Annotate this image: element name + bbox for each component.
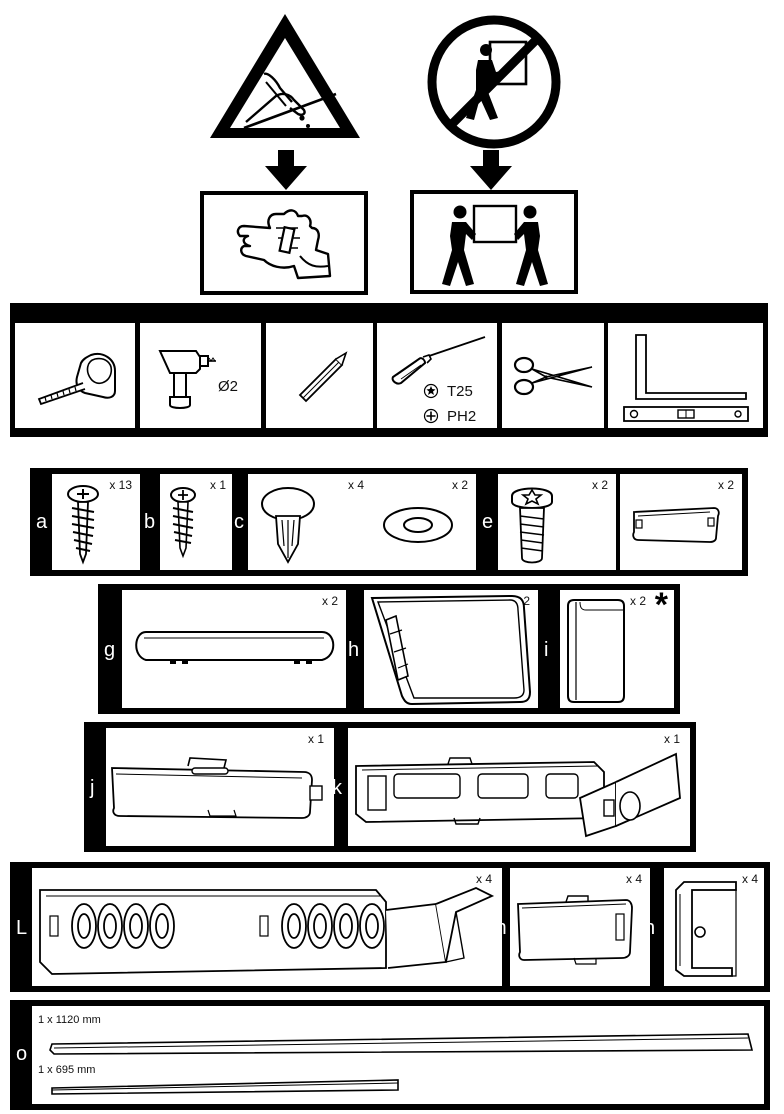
torx-size-label: T25	[447, 383, 473, 400]
part-qty-e: x 2	[591, 478, 608, 492]
part-qty-m: x 4	[625, 872, 642, 886]
c-profile-clip-icon	[675, 881, 737, 977]
part-letter-k: k	[332, 777, 342, 799]
drill-bit-size-label: Ø2	[218, 378, 239, 395]
part-qty-a: x 13	[109, 478, 132, 492]
parts-row-3: j x 1 k x 1	[84, 722, 696, 852]
drill-icon	[158, 350, 216, 409]
part-cell-b: x 1	[160, 474, 232, 570]
tool-cell-drill: Ø2	[140, 323, 261, 428]
rail-profile-icon	[49, 1033, 754, 1055]
arrow-down-icon	[265, 150, 307, 190]
part-qty-j: x 1	[307, 732, 324, 746]
long-cover-plate-icon	[111, 757, 323, 819]
part-letter-m: m	[490, 917, 507, 939]
clip-cover-icon	[632, 507, 720, 543]
tool-cell-pencil	[266, 323, 373, 428]
part-letter-a: a	[36, 511, 48, 533]
part-qty-c: x 4	[347, 478, 364, 492]
gloves-box	[200, 191, 368, 295]
part-qty-k: x 1	[663, 732, 680, 746]
part-cell-d: x 2	[372, 474, 476, 570]
tool-cell-tape-measure	[15, 323, 135, 428]
part-cell-o: 1 x 1120 mm 1 x 695 mm	[32, 1006, 764, 1104]
part-letter-L: L	[16, 917, 28, 939]
part-cell-g: x 2	[122, 590, 346, 708]
no-single-person-lift-icon	[427, 15, 561, 149]
scissors-icon	[513, 356, 593, 396]
washer-icon	[383, 507, 453, 543]
end-block-icon	[567, 599, 625, 703]
protective-glove-icon	[236, 209, 332, 280]
part-asterisk-mark: *	[654, 586, 668, 624]
parts-row-2: g x 2 h x 2 i x 2 *	[98, 584, 680, 714]
part-qty-f: x 2	[717, 478, 734, 492]
cut-hand-warning-icon	[210, 14, 360, 138]
part-cell-k: x 1	[348, 728, 690, 846]
part-cell-L: x 4	[32, 868, 502, 986]
bracket-housing-icon	[355, 752, 681, 838]
phillips-size-label: PH2	[447, 408, 477, 425]
part-letter-d: d	[356, 511, 368, 533]
part-letter-j: j	[90, 777, 95, 799]
part-cell-f: x 2	[620, 474, 742, 570]
part-cell-a: x 13	[52, 474, 140, 570]
rail-length-label-long: 1 x 1120 mm	[38, 1014, 101, 1026]
pencil-icon	[298, 351, 348, 403]
phillips-icon	[423, 408, 439, 424]
arrow-down-icon	[470, 150, 512, 190]
pan-head-screw-long-icon	[67, 485, 99, 565]
parts-row-5: o 1 x 1120 mm 1 x 695 mm	[10, 1000, 770, 1110]
screwdriver-icon	[391, 336, 486, 385]
end-cap-bar-icon	[135, 631, 335, 664]
part-cell-n: x 4	[664, 868, 764, 986]
part-letter-i: i	[544, 639, 549, 661]
part-cell-i: x 2 *	[560, 586, 674, 708]
part-qty-L: x 4	[475, 872, 492, 886]
pan-head-screw-short-icon	[170, 487, 196, 559]
parts-row-1: a x 13 b x 1 c x 4 d x 2	[30, 468, 748, 576]
rail-length-label-short: 1 x 695 mm	[38, 1064, 96, 1076]
part-cell-e: x 2	[498, 474, 616, 570]
tool-cell-screwdriver: T25 PH2	[377, 323, 497, 428]
part-qty-i: x 2	[630, 594, 647, 608]
rail-profile-icon	[51, 1079, 399, 1095]
part-letter-c: c	[234, 511, 244, 533]
part-qty-n: x 4	[741, 872, 758, 886]
part-cell-h: x 2	[364, 590, 538, 708]
push-rivet-icon	[261, 487, 315, 564]
part-cell-c: x 4	[248, 474, 372, 570]
part-letter-o: o	[16, 1043, 28, 1065]
square-level-icon	[623, 334, 749, 422]
part-qty-b: x 1	[209, 478, 226, 492]
small-clip-plate-icon	[517, 895, 633, 965]
two-person-box	[410, 190, 578, 294]
torx-icon	[423, 383, 439, 399]
part-qty-d: x 2	[451, 478, 468, 492]
part-letter-b: b	[144, 511, 156, 533]
roller-bracket-icon	[39, 887, 495, 975]
tools-bar: Ø2 T25 PH2	[10, 303, 768, 437]
parts-row-4: L x 4 m x 4	[10, 862, 770, 992]
corner-cover-icon	[370, 594, 532, 706]
part-letter-e: e	[482, 511, 494, 533]
part-letter-h: h	[348, 639, 360, 661]
tool-cell-scissors	[502, 323, 604, 428]
tool-cell-square-level	[608, 323, 763, 428]
tape-measure-icon	[37, 353, 116, 406]
part-letter-n: n	[644, 917, 656, 939]
torx-bolt-icon	[511, 487, 553, 564]
warning-section	[0, 0, 784, 300]
part-qty-g: x 2	[321, 594, 338, 608]
part-cell-m: x 4	[510, 868, 650, 986]
two-person-lift-icon	[442, 204, 548, 286]
part-cell-j: x 1	[106, 728, 334, 846]
part-letter-g: g	[104, 639, 116, 661]
part-letter-f: f	[604, 511, 610, 533]
